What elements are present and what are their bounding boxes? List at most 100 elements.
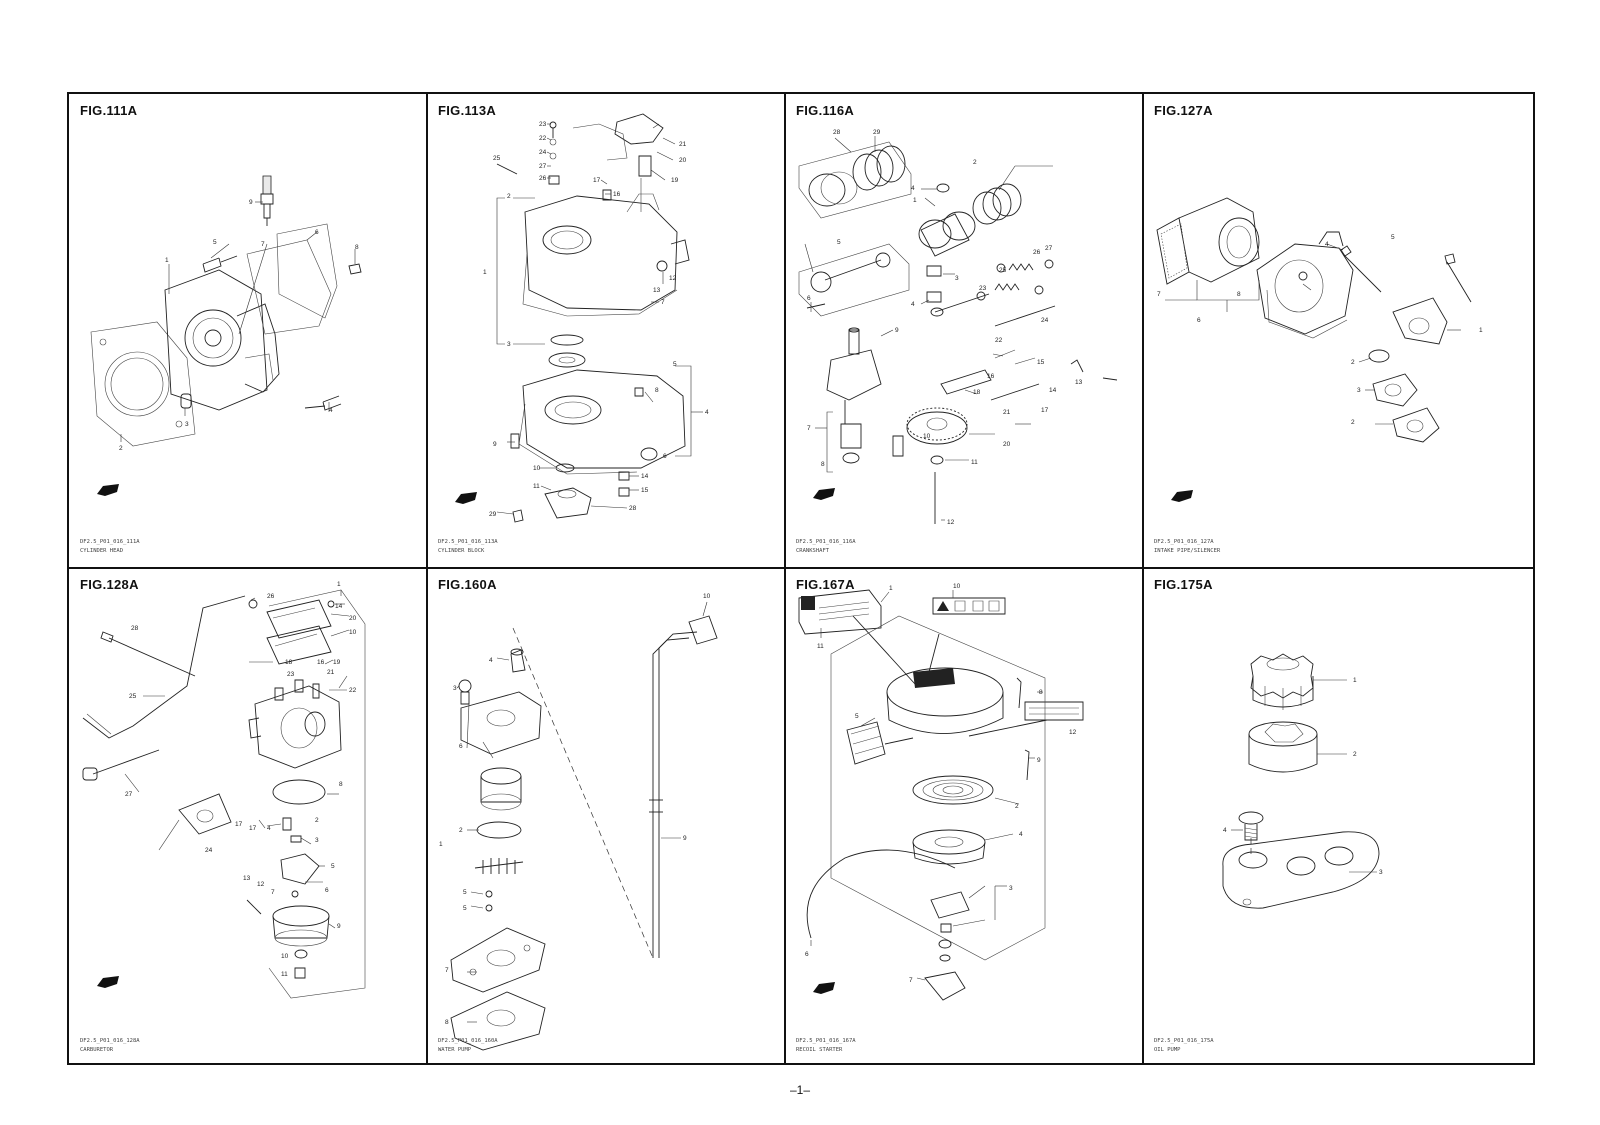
callout-2: 2 bbox=[507, 193, 511, 200]
figure-name: OIL PUMP bbox=[1154, 1047, 1181, 1053]
callout-18: 18 bbox=[285, 659, 293, 666]
figure-name: CYLINDER BLOCK bbox=[438, 548, 485, 554]
callout-22: 22 bbox=[995, 337, 1003, 344]
callout-20: 20 bbox=[679, 157, 687, 164]
callout-4: 4 bbox=[1019, 831, 1023, 838]
figure-title: FIG.128A bbox=[80, 577, 139, 592]
callout-8: 8 bbox=[1039, 689, 1043, 696]
callout-5: 5 bbox=[331, 863, 335, 870]
figure-title: FIG.116A bbox=[796, 103, 855, 118]
callout-9: 9 bbox=[249, 199, 253, 206]
cylinder-head-diagram: 1 2 3 4 5 6 7 8 9 bbox=[69, 94, 426, 452]
figure-code: DF2.5_P01_016_116A bbox=[796, 539, 856, 545]
figure-title: FIG.127A bbox=[1154, 103, 1213, 118]
fwd-arrow-icon bbox=[1169, 488, 1195, 511]
callout-14: 14 bbox=[1049, 387, 1057, 394]
figure-title: FIG.113A bbox=[438, 103, 497, 118]
callout-20: 20 bbox=[349, 615, 357, 622]
figure-code: DF2.5_P01_016_111A bbox=[80, 539, 140, 545]
panel-fig-128a: 1 2 3 4 5 6 7 8 9 10 10 11 12 13 14 16 1… bbox=[69, 568, 426, 1065]
callout-14: 14 bbox=[641, 473, 649, 480]
callout-9: 9 bbox=[337, 923, 341, 930]
figure-code: DF2.5_P01_016_113A bbox=[438, 539, 498, 545]
callout-25: 25 bbox=[999, 267, 1007, 274]
callout-21: 21 bbox=[679, 141, 687, 148]
callout-1: 1 bbox=[337, 581, 341, 588]
callout-28: 28 bbox=[629, 505, 637, 512]
callout-28: 28 bbox=[833, 129, 841, 136]
callout-26: 26 bbox=[539, 175, 547, 182]
callout-5: 5 bbox=[463, 905, 467, 912]
oil-pump-diagram: 1 2 3 4 bbox=[1143, 568, 1383, 1065]
callout-24: 24 bbox=[539, 149, 547, 156]
callout-9: 9 bbox=[1037, 757, 1041, 764]
callout-6: 6 bbox=[325, 887, 329, 894]
callout-3: 3 bbox=[1357, 387, 1361, 394]
callout-16: 16 bbox=[613, 191, 621, 198]
row-divider bbox=[69, 567, 1533, 569]
fwd-arrow-icon bbox=[95, 482, 121, 505]
callout-19: 19 bbox=[333, 659, 341, 666]
fwd-arrow-icon bbox=[811, 980, 837, 1003]
callout-29: 29 bbox=[873, 129, 881, 136]
callout-23: 23 bbox=[979, 285, 987, 292]
callout-2: 2 bbox=[119, 445, 123, 452]
figure-code: DF2.5_P01_016_160A bbox=[438, 1038, 498, 1044]
callout-12: 12 bbox=[257, 881, 265, 888]
callout-6: 6 bbox=[805, 951, 809, 958]
carburetor-diagram: 1 2 3 4 5 6 7 8 9 10 10 11 12 13 14 16 1… bbox=[69, 581, 426, 1065]
callout-4: 4 bbox=[489, 657, 493, 664]
figure-code: DF2.5_P01_016_127A bbox=[1154, 539, 1214, 545]
callout-23: 23 bbox=[287, 671, 295, 678]
callout-7: 7 bbox=[807, 425, 811, 432]
figure-title: FIG.160A bbox=[438, 577, 497, 592]
fwd-arrow-icon bbox=[95, 974, 121, 997]
callout-5: 5 bbox=[837, 239, 841, 246]
callout-27: 27 bbox=[125, 791, 133, 798]
column-divider bbox=[426, 94, 428, 1063]
callout-7: 7 bbox=[271, 889, 275, 896]
callout-2: 2 bbox=[1353, 751, 1357, 758]
callout-8: 8 bbox=[655, 387, 659, 394]
callout-6: 6 bbox=[663, 453, 667, 460]
callout-10: 10 bbox=[281, 953, 289, 960]
callout-13: 13 bbox=[653, 287, 661, 294]
callout-11: 11 bbox=[971, 459, 978, 466]
figure-name: CRANKSHAFT bbox=[796, 548, 830, 554]
figure-code: DF2.5_P01_016_175A bbox=[1154, 1038, 1214, 1044]
callout-15: 15 bbox=[1037, 359, 1045, 366]
callout-27: 27 bbox=[1045, 245, 1053, 252]
parts-sheet: 1 2 3 4 5 6 7 8 9 FIG.111A DF2.5_P01_016… bbox=[67, 92, 1535, 1065]
callout-18: 18 bbox=[973, 389, 981, 396]
callout-9: 9 bbox=[683, 835, 687, 842]
callout-23: 23 bbox=[539, 121, 547, 128]
panel-fig-175a: 1 2 3 4 FIG.175A DF2.5_P01_016_175A OIL … bbox=[1143, 568, 1535, 1065]
callout-17: 17 bbox=[249, 825, 257, 832]
callout-5: 5 bbox=[855, 713, 859, 720]
callout-6: 6 bbox=[315, 229, 319, 236]
callout-27: 27 bbox=[539, 163, 547, 170]
callout-8: 8 bbox=[339, 781, 343, 788]
callout-2: 2 bbox=[315, 817, 319, 824]
callout-25: 25 bbox=[129, 693, 137, 700]
callout-4: 4 bbox=[1223, 827, 1227, 834]
panel-fig-116a: 1 2 3 4 4 5 6 7 8 9 10 11 12 13 14 15 16… bbox=[785, 94, 1142, 567]
callout-9: 9 bbox=[895, 327, 899, 334]
callout-1: 1 bbox=[439, 841, 443, 848]
callout-8: 8 bbox=[355, 244, 359, 251]
callout-10: 10 bbox=[533, 465, 541, 472]
panel-fig-113a: 1 2 3 4 5 6 7 8 9 10 11 12 13 14 15 16 1… bbox=[427, 94, 784, 567]
panel-fig-111a: 1 2 3 4 5 6 7 8 9 FIG.111A DF2.5_P01_016… bbox=[69, 94, 426, 567]
figure-code: DF2.5_P01_016_167A bbox=[796, 1038, 856, 1044]
callout-16: 16 bbox=[987, 373, 995, 380]
water-pump-diagram: 1 2 3 4 5 5 6 7 8 9 10 bbox=[439, 593, 784, 1065]
callout-17: 17 bbox=[1041, 407, 1049, 414]
callout-10: 10 bbox=[703, 593, 711, 600]
callout-19: 19 bbox=[671, 177, 679, 184]
figure-title: FIG.111A bbox=[80, 103, 138, 118]
callout-13: 13 bbox=[243, 875, 251, 882]
callout-12: 12 bbox=[947, 519, 955, 526]
callout-8: 8 bbox=[821, 461, 825, 468]
callout-28: 28 bbox=[131, 625, 139, 632]
callout-10: 10 bbox=[953, 583, 961, 590]
